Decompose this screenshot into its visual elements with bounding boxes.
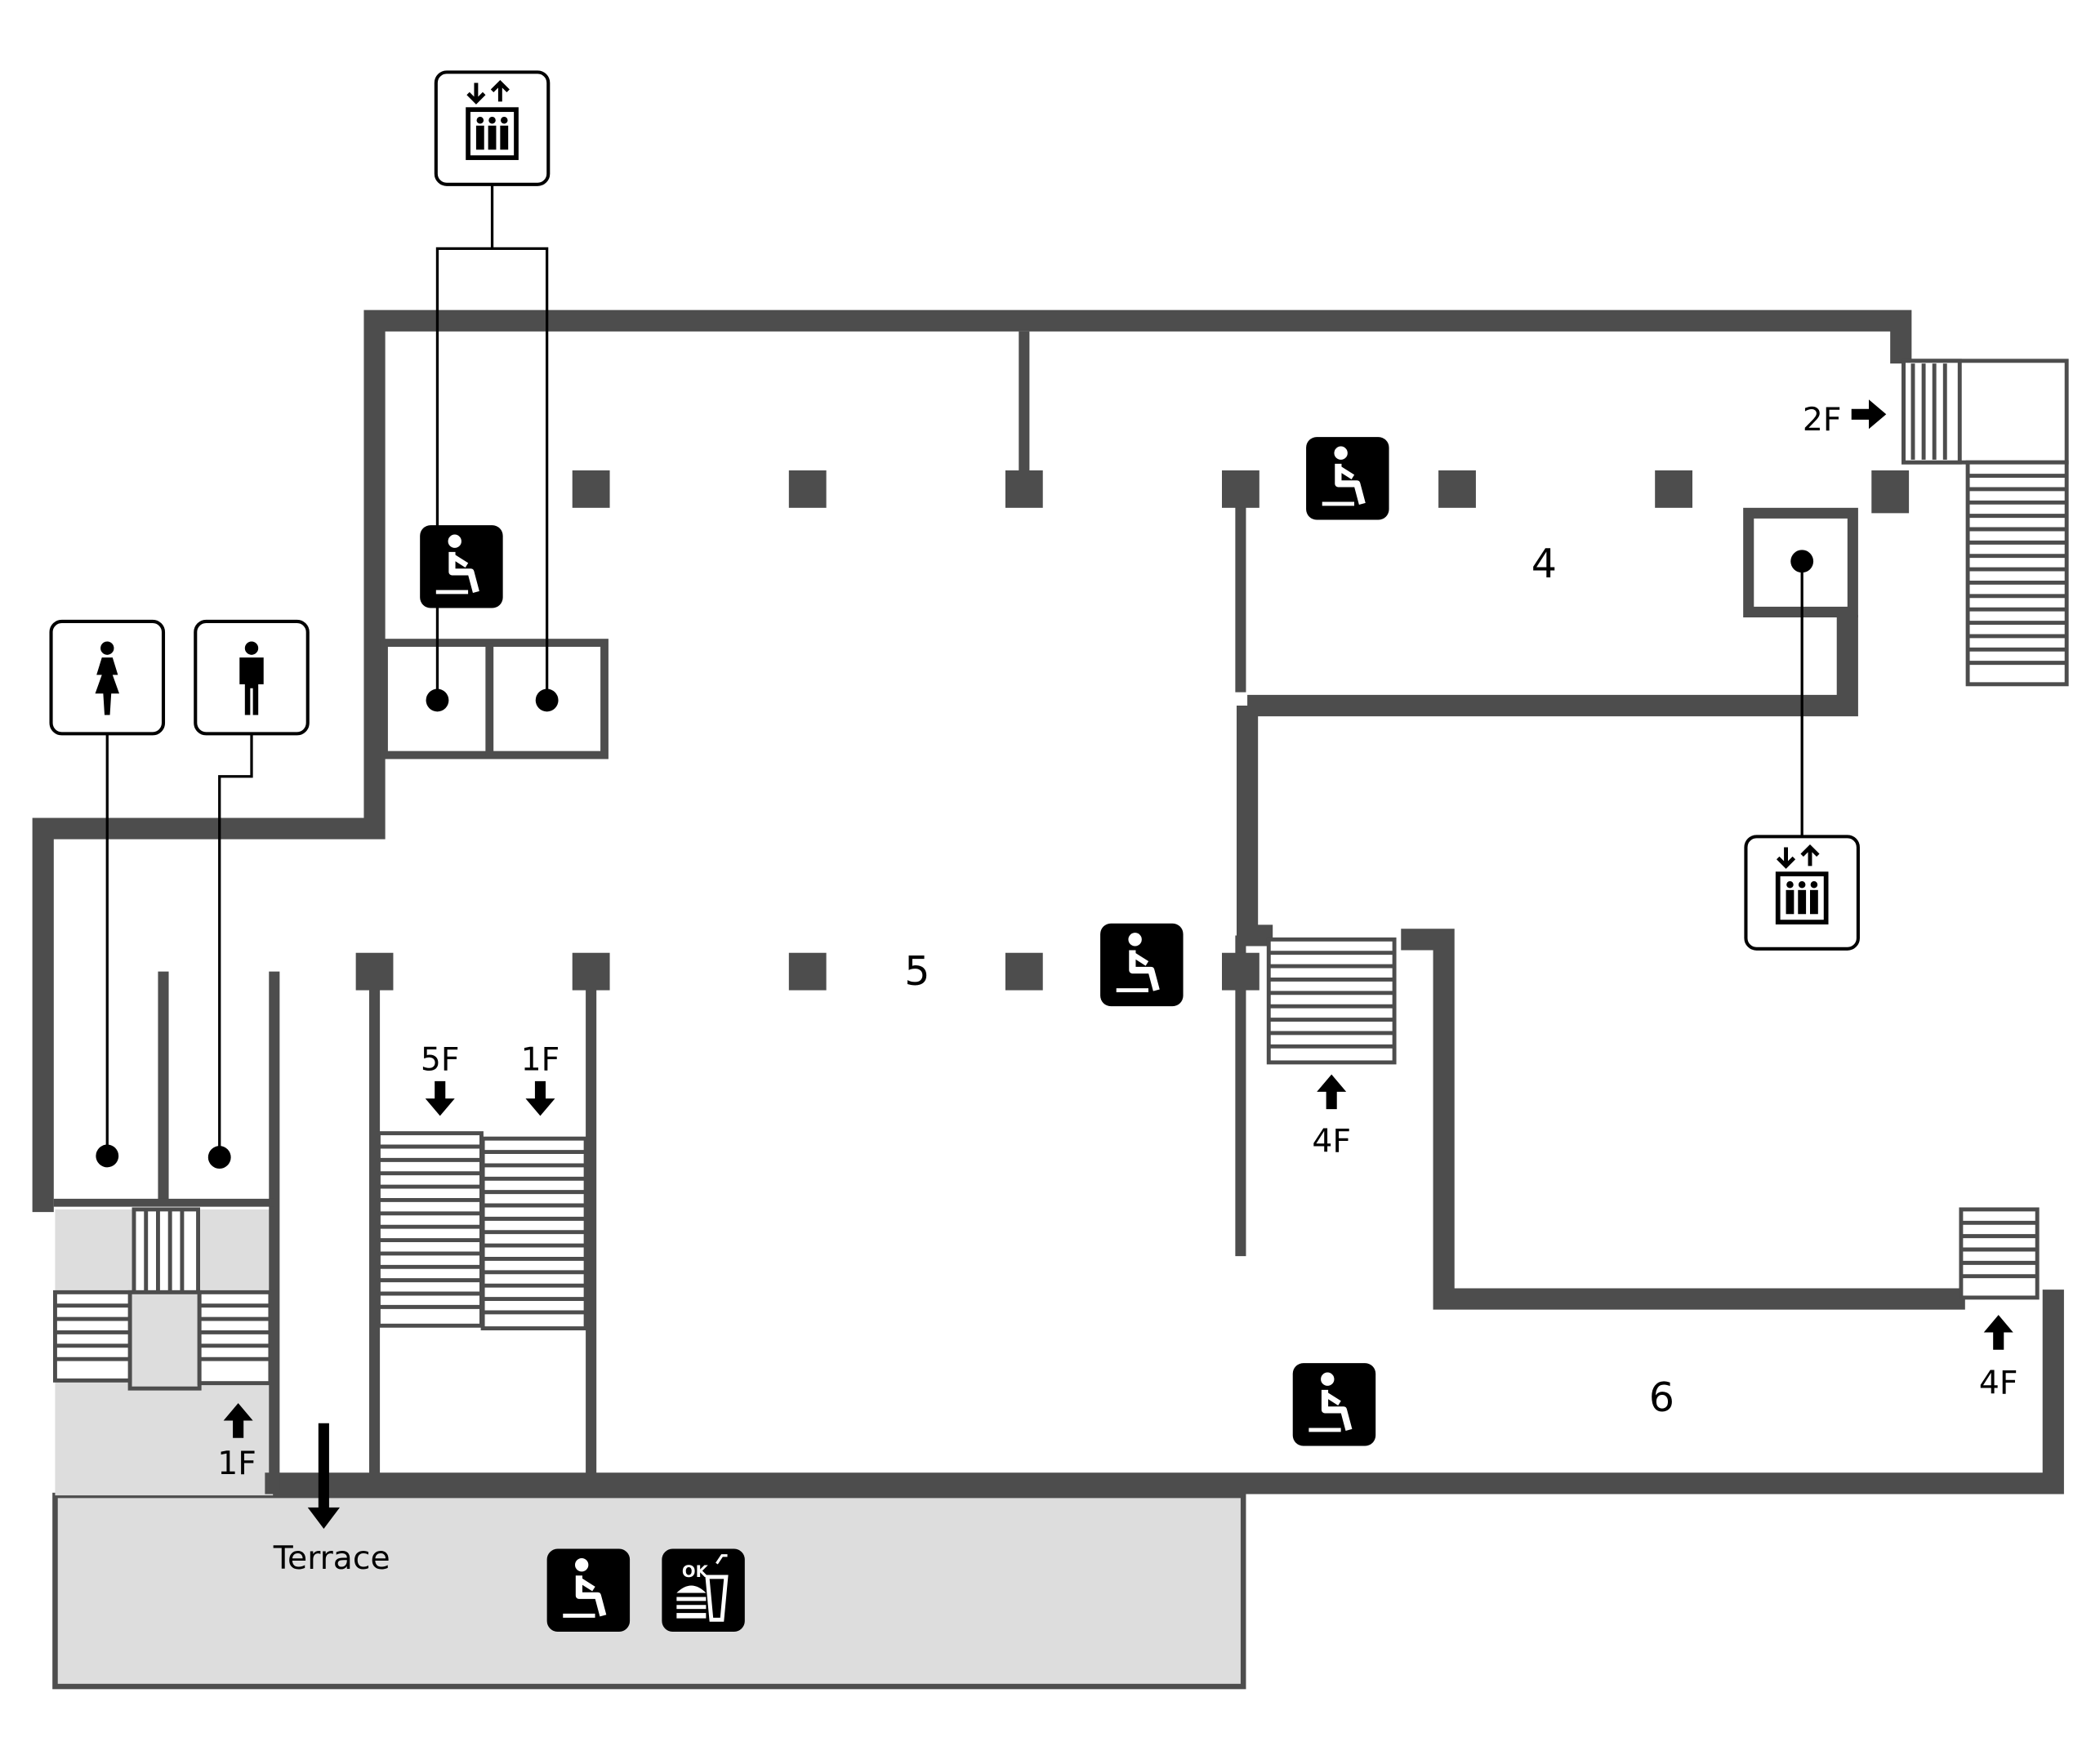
seating-icon[interactable] (1306, 437, 1389, 519)
arrow-up-icon (1317, 1074, 1347, 1110)
female-toilet-icon[interactable] (51, 621, 163, 733)
floor-link-2f[interactable]: 2F (1803, 402, 1842, 439)
walls (32, 310, 2064, 1494)
floor-link-4f-east[interactable]: 4F (1979, 1365, 2018, 1402)
stairs-1f-west (52, 1207, 273, 1391)
elevator-icon[interactable] (436, 72, 548, 184)
seating-icon[interactable] (1293, 1363, 1375, 1446)
arrow-down-icon (425, 1080, 455, 1116)
food-drink-ok-icon[interactable]: OK (662, 1548, 745, 1632)
arrow-down-icon (525, 1080, 555, 1116)
escalator-1f (480, 1136, 588, 1331)
room-6-label: 6 (1649, 1374, 1674, 1421)
room-5-label: 5 (904, 947, 930, 995)
male-toilet-icon[interactable] (195, 621, 307, 733)
floor-link-1f-west[interactable]: 1F (217, 1446, 256, 1482)
location-dots (96, 550, 1814, 1169)
columns (355, 470, 1910, 991)
elevator-icon[interactable] (1745, 836, 1857, 948)
leader-lines (105, 184, 1803, 1158)
floor-link-5f[interactable]: 5F (421, 1042, 460, 1079)
seating-icon[interactable] (547, 1549, 630, 1632)
food-ok-badge: OK (682, 1562, 709, 1581)
floor-link-4f-middle[interactable]: 4F (1312, 1124, 1351, 1160)
floor-link-1f[interactable]: 1F (521, 1042, 560, 1079)
escalator-5f (376, 1131, 484, 1328)
stairs-2f (1902, 359, 2069, 687)
terrace-arrow-icon (307, 1423, 340, 1529)
room-4-label: 4 (1531, 540, 1557, 587)
arrow-right-icon (1851, 399, 1887, 430)
terrace-area (52, 1492, 1246, 1690)
terrace-label[interactable]: Terrace (273, 1540, 390, 1577)
seating-icon[interactable] (420, 525, 502, 608)
partitions (158, 331, 1246, 1490)
seating-icon[interactable] (1100, 924, 1183, 1006)
elevator-shafts-north (380, 639, 609, 760)
arrow-up-icon (1983, 1315, 2013, 1350)
stairs-4f-east (1959, 1207, 2040, 1300)
stairs-4f-middle (1266, 937, 1397, 1065)
